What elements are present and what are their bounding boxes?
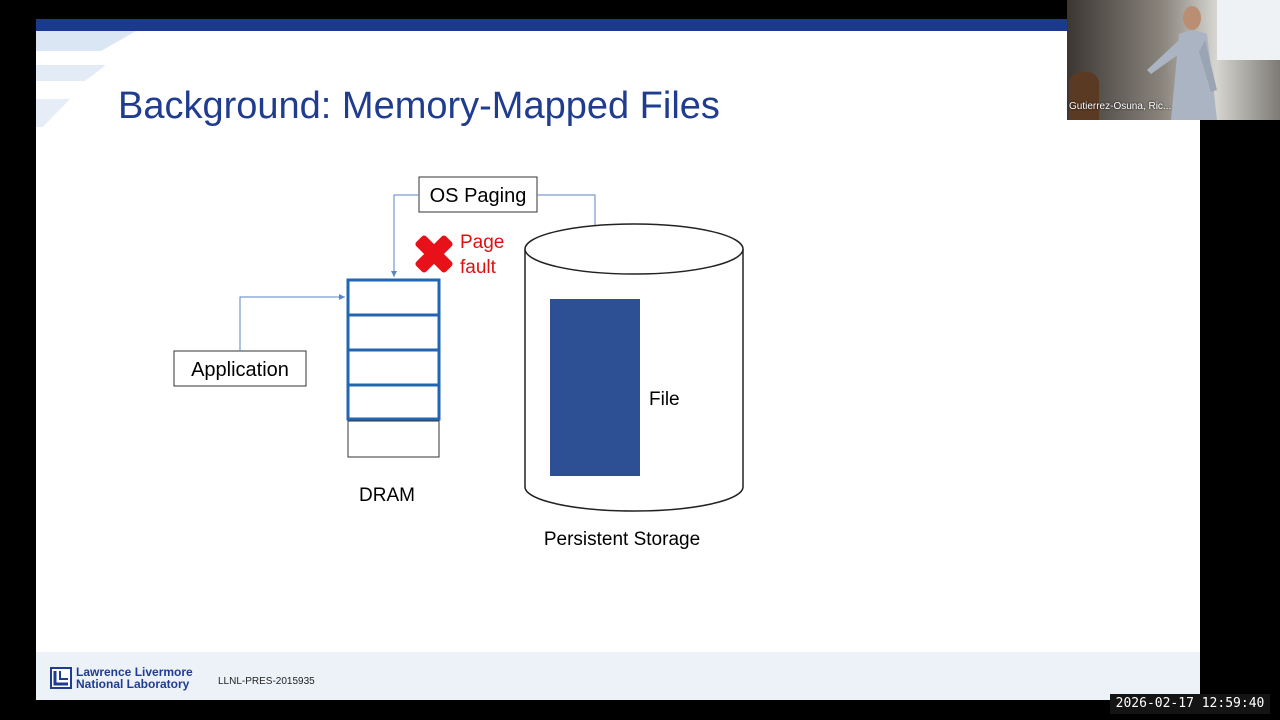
red-x-icon [415, 235, 453, 273]
memory-mapped-files-diagram: OS Paging Page fault Application [173, 176, 744, 550]
slide-decoration [36, 65, 106, 81]
slide-footer: Lawrence Livermore National Laboratory L… [36, 652, 1200, 700]
lab-name: Lawrence Livermore National Laboratory [76, 666, 193, 690]
llnl-logo-icon [50, 667, 72, 689]
lab-name-line2: National Laboratory [76, 677, 190, 691]
video-background-door [1069, 72, 1099, 120]
application-label: Application [191, 359, 289, 381]
lab-name-line1: Lawrence Livermore [76, 665, 193, 679]
persistent-storage-label: Persistent Storage [544, 529, 700, 550]
dram-page-slot [346, 348, 441, 387]
presentation-id: LLNL-PRES-2015935 [218, 676, 315, 687]
arrow-application-to-dram [239, 294, 345, 351]
dram-page-slot [346, 383, 441, 421]
arrow-os-paging-to-dram [391, 194, 419, 277]
application-box [173, 350, 307, 387]
participant-name: Gutierrez-Osuna, Ric... [1069, 101, 1172, 112]
dram-stack [346, 278, 441, 458]
dram-empty-slot [347, 420, 440, 458]
dram-page-slot [346, 278, 441, 317]
presenter-figure [1147, 6, 1217, 120]
os-paging-label: OS Paging [430, 185, 527, 207]
recording-timestamp: 2026-02-17 12:59:40 [1110, 694, 1270, 714]
video-background-screen [1217, 0, 1280, 60]
page-fault-label: Page [460, 232, 504, 253]
file-label: File [649, 389, 680, 410]
presentation-slide: Background: Memory-Mapped Files OS Pagin… [36, 19, 1200, 700]
file-block [550, 299, 640, 476]
page-fault-label: fault [460, 257, 497, 278]
slide-title: Background: Memory-Mapped Files [118, 85, 720, 127]
dram-page-slot [346, 313, 441, 352]
participant-video-tile[interactable]: Gutierrez-Osuna, Ric... [1067, 0, 1280, 120]
slide-top-bar [36, 19, 1200, 31]
os-paging-box [418, 176, 538, 213]
dram-label: DRAM [359, 485, 415, 506]
